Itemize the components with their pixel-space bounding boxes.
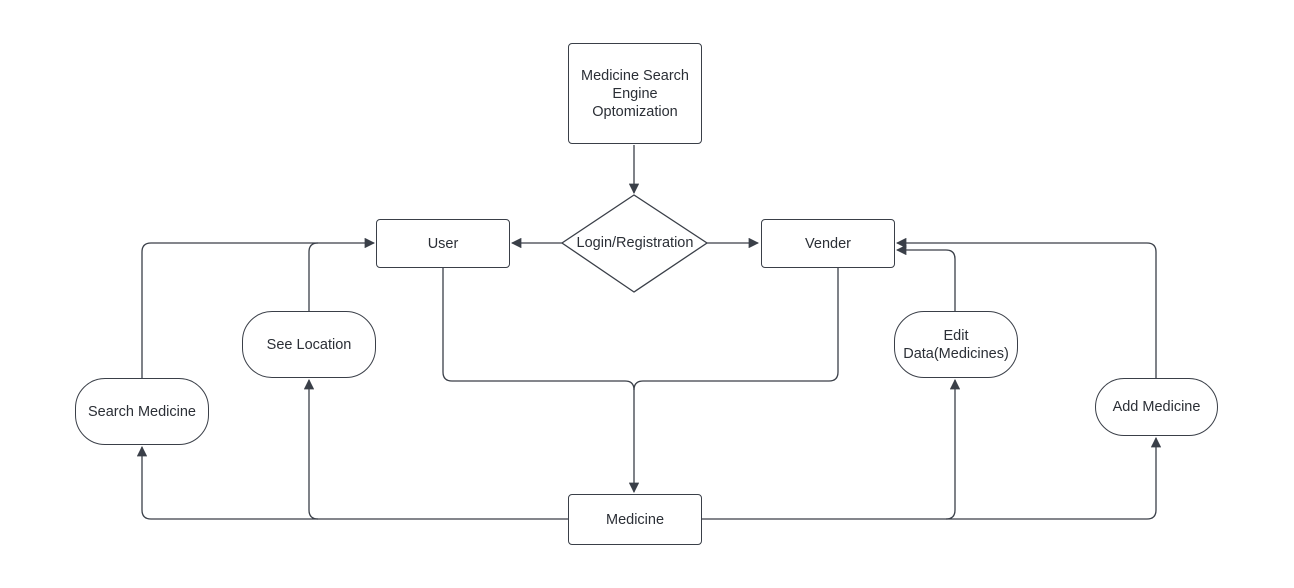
- root-node: Medicine Search Engine Optomization: [568, 43, 702, 144]
- see-location-node: See Location: [242, 311, 376, 378]
- edge-see-location-to-user: [308, 242, 319, 311]
- edge-medicine-to-search-medicine: [136, 445, 568, 520]
- edge-vender-to-medicine: [633, 268, 839, 391]
- edge-medicine-to-see-location: [303, 378, 319, 520]
- edge-edit-data-to-vender: [895, 244, 956, 311]
- login-registration-diamond: [560, 194, 709, 293]
- search-medicine-node: Search Medicine: [75, 378, 209, 445]
- user-node: User: [376, 219, 510, 268]
- edge-medicine-to-edit-data: [702, 378, 961, 520]
- edit-data-node: Edit Data(Medicines): [894, 311, 1018, 378]
- medicine-node: Medicine: [568, 494, 702, 545]
- edge-user-to-medicine: [442, 268, 640, 494]
- add-medicine-node: Add Medicine: [1095, 378, 1218, 436]
- login-registration-label: Login/Registration: [576, 235, 694, 251]
- edge-add-medicine-to-vender: [895, 237, 1157, 378]
- edge-medicine-to-add-medicine: [946, 436, 1162, 520]
- edge-search-medicine-to-user: [141, 237, 376, 378]
- vender-node: Vender: [761, 219, 895, 268]
